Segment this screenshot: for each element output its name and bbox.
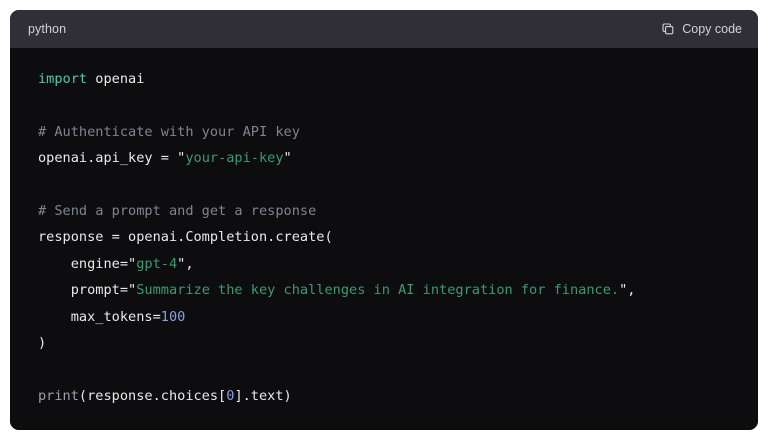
code-block-card: python Copy code import openai # Authent… xyxy=(10,10,758,430)
code-card-header: python Copy code xyxy=(10,10,758,48)
code-token-string: Summarize the key challenges in AI integ… xyxy=(136,282,620,299)
code-token-punct: " xyxy=(128,255,137,272)
code-token-default: engine= xyxy=(38,255,129,272)
code-token-punct: " xyxy=(128,282,137,299)
code-language-label: python xyxy=(28,22,67,36)
code-line: prompt="Summarize the key challenges in … xyxy=(38,282,636,299)
code-token-string: your-api-key xyxy=(185,150,284,167)
code-token-default: ) xyxy=(38,335,47,352)
copy-code-button[interactable]: Copy code xyxy=(661,22,742,36)
code-token-default: response = openai.Completion.create( xyxy=(38,229,333,246)
code-source: import openai # Authenticate with your A… xyxy=(10,66,758,409)
code-token-number: 100 xyxy=(160,308,186,325)
code-line: # Send a prompt and get a response xyxy=(38,203,316,219)
code-line: engine="gpt-4", xyxy=(38,256,194,272)
code-line: openai.api_key = "your-api-key" xyxy=(38,150,292,166)
code-line: max_tokens=100 xyxy=(38,308,186,325)
code-token-default: openai.api_key = xyxy=(38,150,178,167)
code-token-default: (response.choices[ xyxy=(78,387,227,404)
code-token-comment: # Authenticate with your API key xyxy=(38,123,300,140)
code-body: import openai # Authenticate with your A… xyxy=(10,48,758,430)
code-line: import openai xyxy=(38,71,144,87)
code-token-comment: # Send a prompt and get a response xyxy=(38,203,317,220)
code-token-number: 0 xyxy=(226,387,235,404)
code-token-default: openai xyxy=(87,71,145,87)
code-token-default: , xyxy=(185,255,194,272)
code-token-default: max_tokens= xyxy=(38,308,161,325)
code-token-punct: " xyxy=(619,282,628,299)
code-token-default: , xyxy=(627,282,636,299)
code-token-builtin: print xyxy=(38,387,79,404)
code-token-default: prompt= xyxy=(38,282,129,299)
copy-code-label: Copy code xyxy=(682,22,742,36)
code-line: ) xyxy=(38,335,46,351)
code-line: print(response.choices[0].text) xyxy=(38,388,292,404)
code-token-keyword: import xyxy=(38,71,88,87)
code-line: response = openai.Completion.create( xyxy=(38,229,333,245)
code-line: # Authenticate with your API key xyxy=(38,124,300,140)
code-token-punct: " xyxy=(177,150,186,167)
copy-icon xyxy=(661,22,675,36)
code-token-default: ].text) xyxy=(234,387,292,404)
code-token-punct: " xyxy=(283,150,292,167)
code-token-punct: " xyxy=(177,255,186,272)
code-token-string: gpt-4 xyxy=(136,255,178,272)
